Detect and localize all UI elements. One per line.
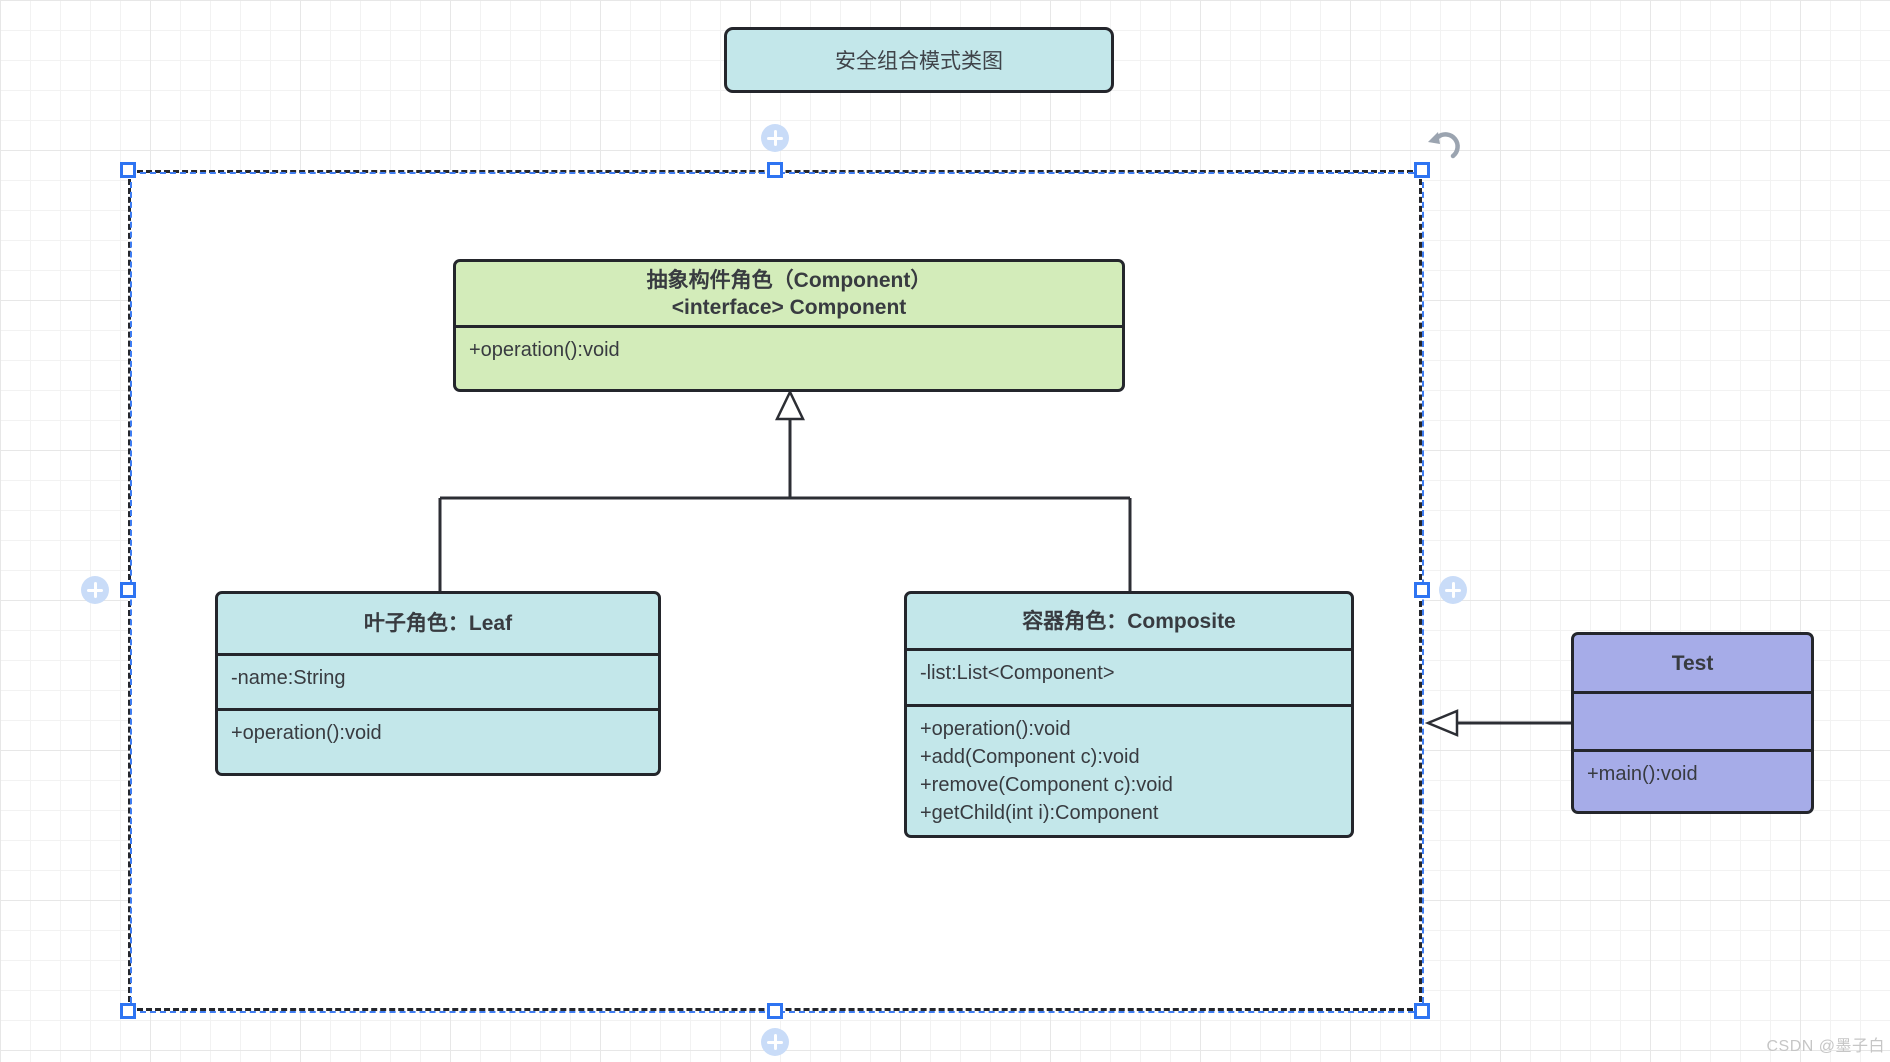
association-arrowhead-icon <box>1424 709 1459 737</box>
class-attributes-test <box>1574 691 1811 749</box>
class-name-en: <interface> Component <box>671 295 907 319</box>
attribute-item: -name:String <box>231 667 346 689</box>
rotate-icon[interactable] <box>1426 128 1464 166</box>
class-name-cn: 抽象构件角色（Component） <box>646 268 932 292</box>
class-attributes-leaf: -name:String <box>218 653 658 708</box>
class-name: 叶子角色：Leaf <box>363 612 513 635</box>
selection-handle-bottom-right[interactable] <box>1414 1003 1430 1019</box>
method-item: +operation():void <box>920 718 1071 740</box>
class-box-leaf[interactable]: 叶子角色：Leaf -name:String +operation():void <box>215 591 661 776</box>
method-item: +operation():void <box>231 722 382 744</box>
diagram-title-label: 安全组合模式类图 <box>835 50 1003 73</box>
class-header-component: 抽象构件角色（Component） <interface> Component <box>456 262 1122 325</box>
selection-handle-top-middle[interactable] <box>767 162 783 178</box>
class-attributes-composite: -list:List<Component> <box>907 648 1351 704</box>
add-node-button-top[interactable] <box>761 124 789 152</box>
method-item: +remove(Component c):void <box>920 774 1173 796</box>
diagram-title-box[interactable]: 安全组合模式类图 <box>724 27 1114 93</box>
class-header-leaf: 叶子角色：Leaf <box>218 594 658 653</box>
watermark-text: CSDN @墨子白 <box>1766 1038 1885 1055</box>
add-node-button-bottom[interactable] <box>761 1028 789 1056</box>
selection-handle-middle-left[interactable] <box>120 582 136 598</box>
method-item: +main():void <box>1587 763 1698 785</box>
class-header-composite: 容器角色：Composite <box>907 594 1351 648</box>
generalization-arrowhead-icon <box>775 389 805 421</box>
selection-handle-top-left[interactable] <box>120 162 136 178</box>
class-name: Test <box>1671 651 1714 675</box>
selection-handle-middle-right[interactable] <box>1414 582 1430 598</box>
class-methods-composite: +operation():void +add(Component c):void… <box>907 704 1351 835</box>
class-box-component[interactable]: 抽象构件角色（Component） <interface> Component … <box>453 259 1125 392</box>
class-box-composite[interactable]: 容器角色：Composite -list:List<Component> +op… <box>904 591 1354 838</box>
class-methods-test: +main():void <box>1574 749 1811 796</box>
class-methods-leaf: +operation():void <box>218 708 658 755</box>
class-header-test: Test <box>1574 635 1811 691</box>
class-name: 容器角色：Composite <box>1022 609 1236 633</box>
method-item: +getChild(int i):Component <box>920 802 1159 824</box>
attribute-item: -list:List<Component> <box>920 662 1115 684</box>
add-node-button-left[interactable] <box>81 576 109 604</box>
selection-handle-bottom-middle[interactable] <box>767 1003 783 1019</box>
association-connector[interactable] <box>1424 709 1572 737</box>
method-item: +add(Component c):void <box>920 746 1140 768</box>
selection-handle-bottom-left[interactable] <box>120 1003 136 1019</box>
class-box-test[interactable]: Test +main():void <box>1571 632 1814 814</box>
method-item: +operation():void <box>469 339 620 361</box>
add-node-button-right[interactable] <box>1439 576 1467 604</box>
class-methods-component: +operation():void <box>456 325 1122 372</box>
generalization-connector[interactable] <box>438 389 1132 591</box>
